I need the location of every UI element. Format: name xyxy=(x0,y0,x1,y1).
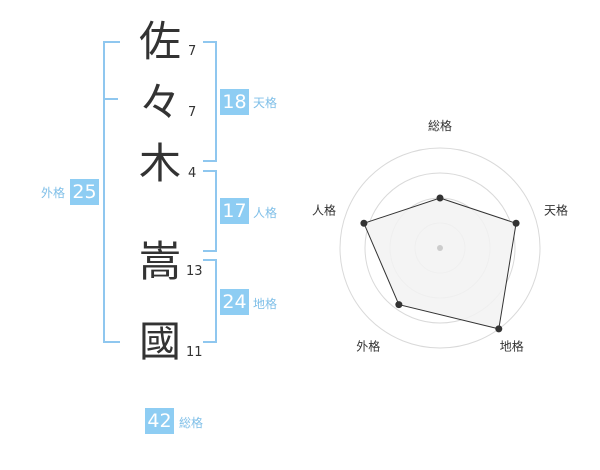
gaikaku-value-badge: 25 xyxy=(70,179,99,205)
soukaku-label: 総格 xyxy=(179,416,204,430)
tenkaku-label: 天格 xyxy=(253,96,278,110)
chikaku-bracket xyxy=(203,259,217,343)
jinkaku-label: 人格 xyxy=(253,206,278,220)
stroke-count-3: 4 xyxy=(188,166,197,181)
stroke-count-1: 7 xyxy=(188,44,197,59)
stroke-count-4: 13 xyxy=(186,264,203,279)
radar-axis-label-5: 人格 xyxy=(312,202,336,217)
radar-point-1 xyxy=(436,194,444,202)
jinkaku-value-badge: 17 xyxy=(220,198,249,224)
radar-center-dot xyxy=(437,245,443,251)
radar-axis-label-3: 地格 xyxy=(500,339,524,354)
name-char-2: 々 xyxy=(138,78,181,127)
radar-point-2 xyxy=(512,219,520,227)
radar-axis-label-4: 外格 xyxy=(356,339,380,354)
radar-grid-ring-4 xyxy=(339,147,541,349)
radar-grid-ring-3 xyxy=(364,172,516,324)
name-char-5: 國 xyxy=(138,317,181,366)
radar-point-3 xyxy=(495,325,503,333)
radar-point-4 xyxy=(395,301,403,309)
name-char-1: 佐 xyxy=(138,17,181,66)
stroke-count-2: 7 xyxy=(188,105,197,120)
radar-point-5 xyxy=(360,219,368,227)
gaikaku-bracket-mark xyxy=(103,98,118,100)
radar-axis-label-2: 天格 xyxy=(544,202,568,217)
gaikaku-label: 外格 xyxy=(41,186,66,200)
name-char-3: 木 xyxy=(138,139,181,188)
tenkaku-bracket xyxy=(203,41,217,162)
radar-data-polygon xyxy=(363,197,517,330)
stroke-count-5: 11 xyxy=(186,345,203,360)
chikaku-value-badge: 24 xyxy=(220,289,249,315)
gaikaku-bracket xyxy=(103,41,120,343)
radar-axis-label-1: 総格 xyxy=(428,118,452,133)
tenkaku-value-badge: 18 xyxy=(220,89,249,115)
chikaku-label: 地格 xyxy=(253,297,278,311)
soukaku-value-badge: 42 xyxy=(145,408,174,434)
name-char-4: 嵩 xyxy=(138,237,181,286)
jinkaku-bracket xyxy=(203,170,217,252)
